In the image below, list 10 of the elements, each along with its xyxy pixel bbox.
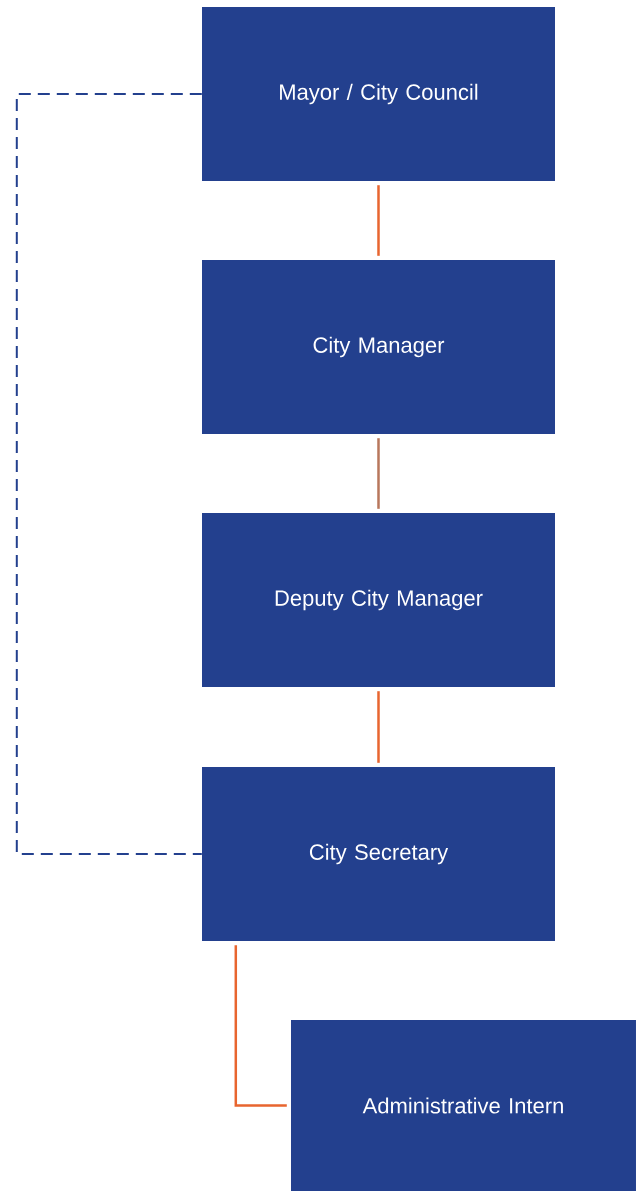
connector-line	[234, 945, 287, 1107]
org-box: City Manager	[202, 260, 555, 434]
dashed-connector	[15, 93, 203, 855]
connector-line	[377, 691, 380, 763]
connector-line	[377, 438, 380, 509]
org-box: Mayor / City Council	[202, 7, 555, 181]
connector-line	[377, 185, 380, 256]
org-box: Administrative Intern	[291, 1020, 636, 1191]
org-box: City Secretary	[202, 767, 555, 941]
org-box: Deputy City Manager	[202, 513, 555, 687]
